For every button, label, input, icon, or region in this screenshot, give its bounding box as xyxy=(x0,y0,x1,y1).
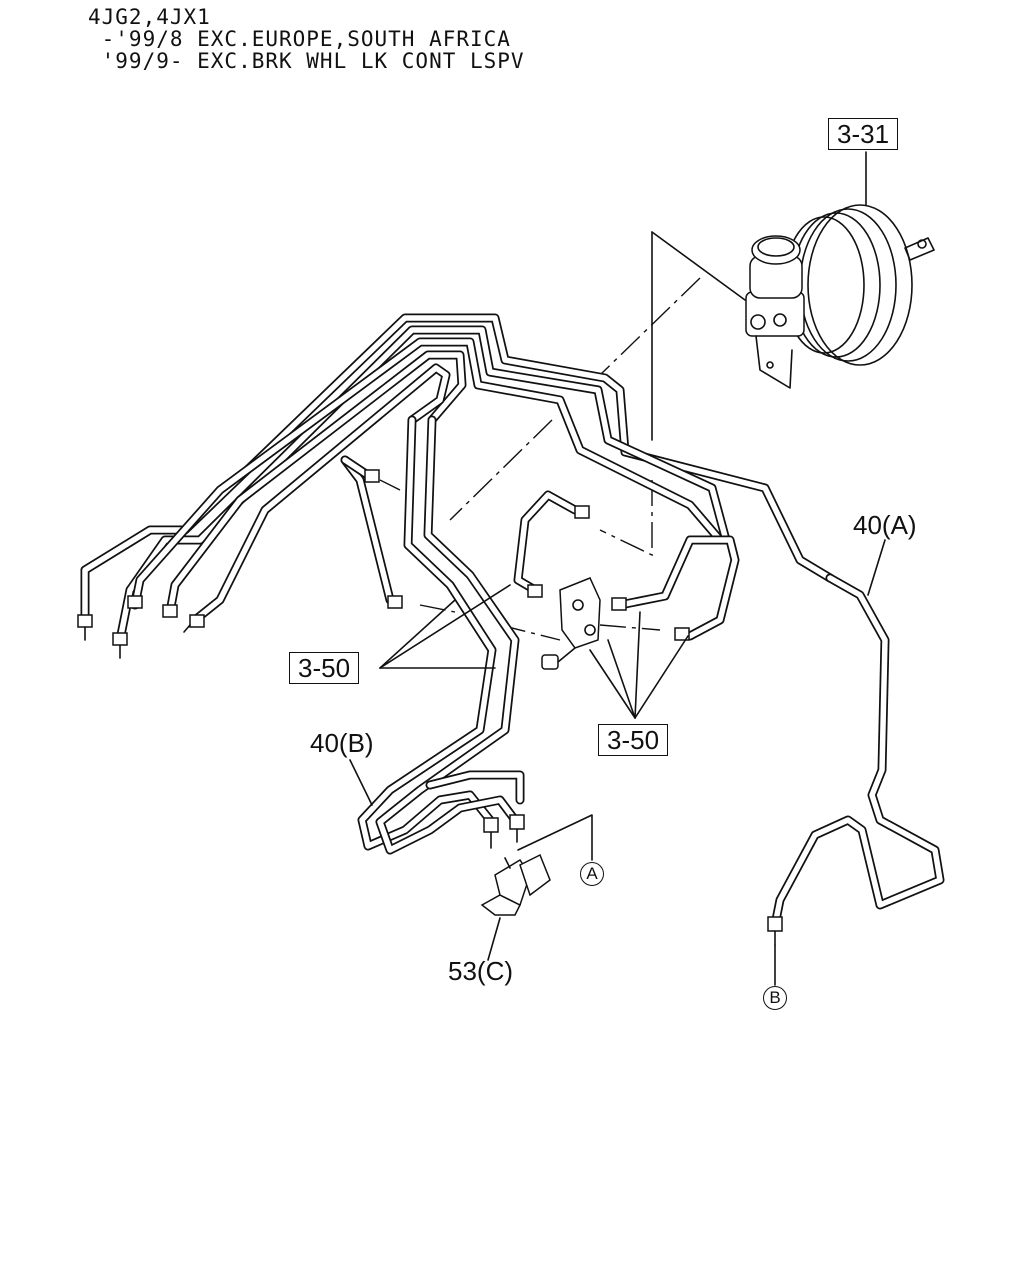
part-53c-label: 53(C) xyxy=(448,956,514,986)
clip-bracket-53c xyxy=(480,853,551,916)
header-line-1: 4JG2,4JX1 xyxy=(88,5,211,29)
master-cylinder-reservoir xyxy=(749,235,803,299)
leader-lines xyxy=(349,151,886,986)
brake-line-40a xyxy=(770,573,945,930)
mid-brake-lines xyxy=(340,415,740,855)
header-line-3: '99/9- EXC.BRK WHL LK CONT LSPV xyxy=(88,49,525,73)
part-40a-label: 40(A) xyxy=(853,510,917,540)
part-40b-label: 40(B) xyxy=(310,728,374,758)
ref-3-50-left-label[interactable]: 3-50 xyxy=(289,652,360,684)
proportioning-valve xyxy=(541,577,601,670)
brake-line-bundle xyxy=(80,313,835,645)
ref-3-31-label[interactable]: 3-31 xyxy=(828,118,899,150)
point-b-marker: B xyxy=(763,986,787,1010)
point-a-marker: A xyxy=(580,862,604,886)
flare-nuts xyxy=(77,469,783,946)
ref-3-50-right-label[interactable]: 3-50 xyxy=(598,724,669,756)
header-line-2: -'99/8 EXC.EUROPE,SOUTH AFRICA xyxy=(88,27,511,51)
